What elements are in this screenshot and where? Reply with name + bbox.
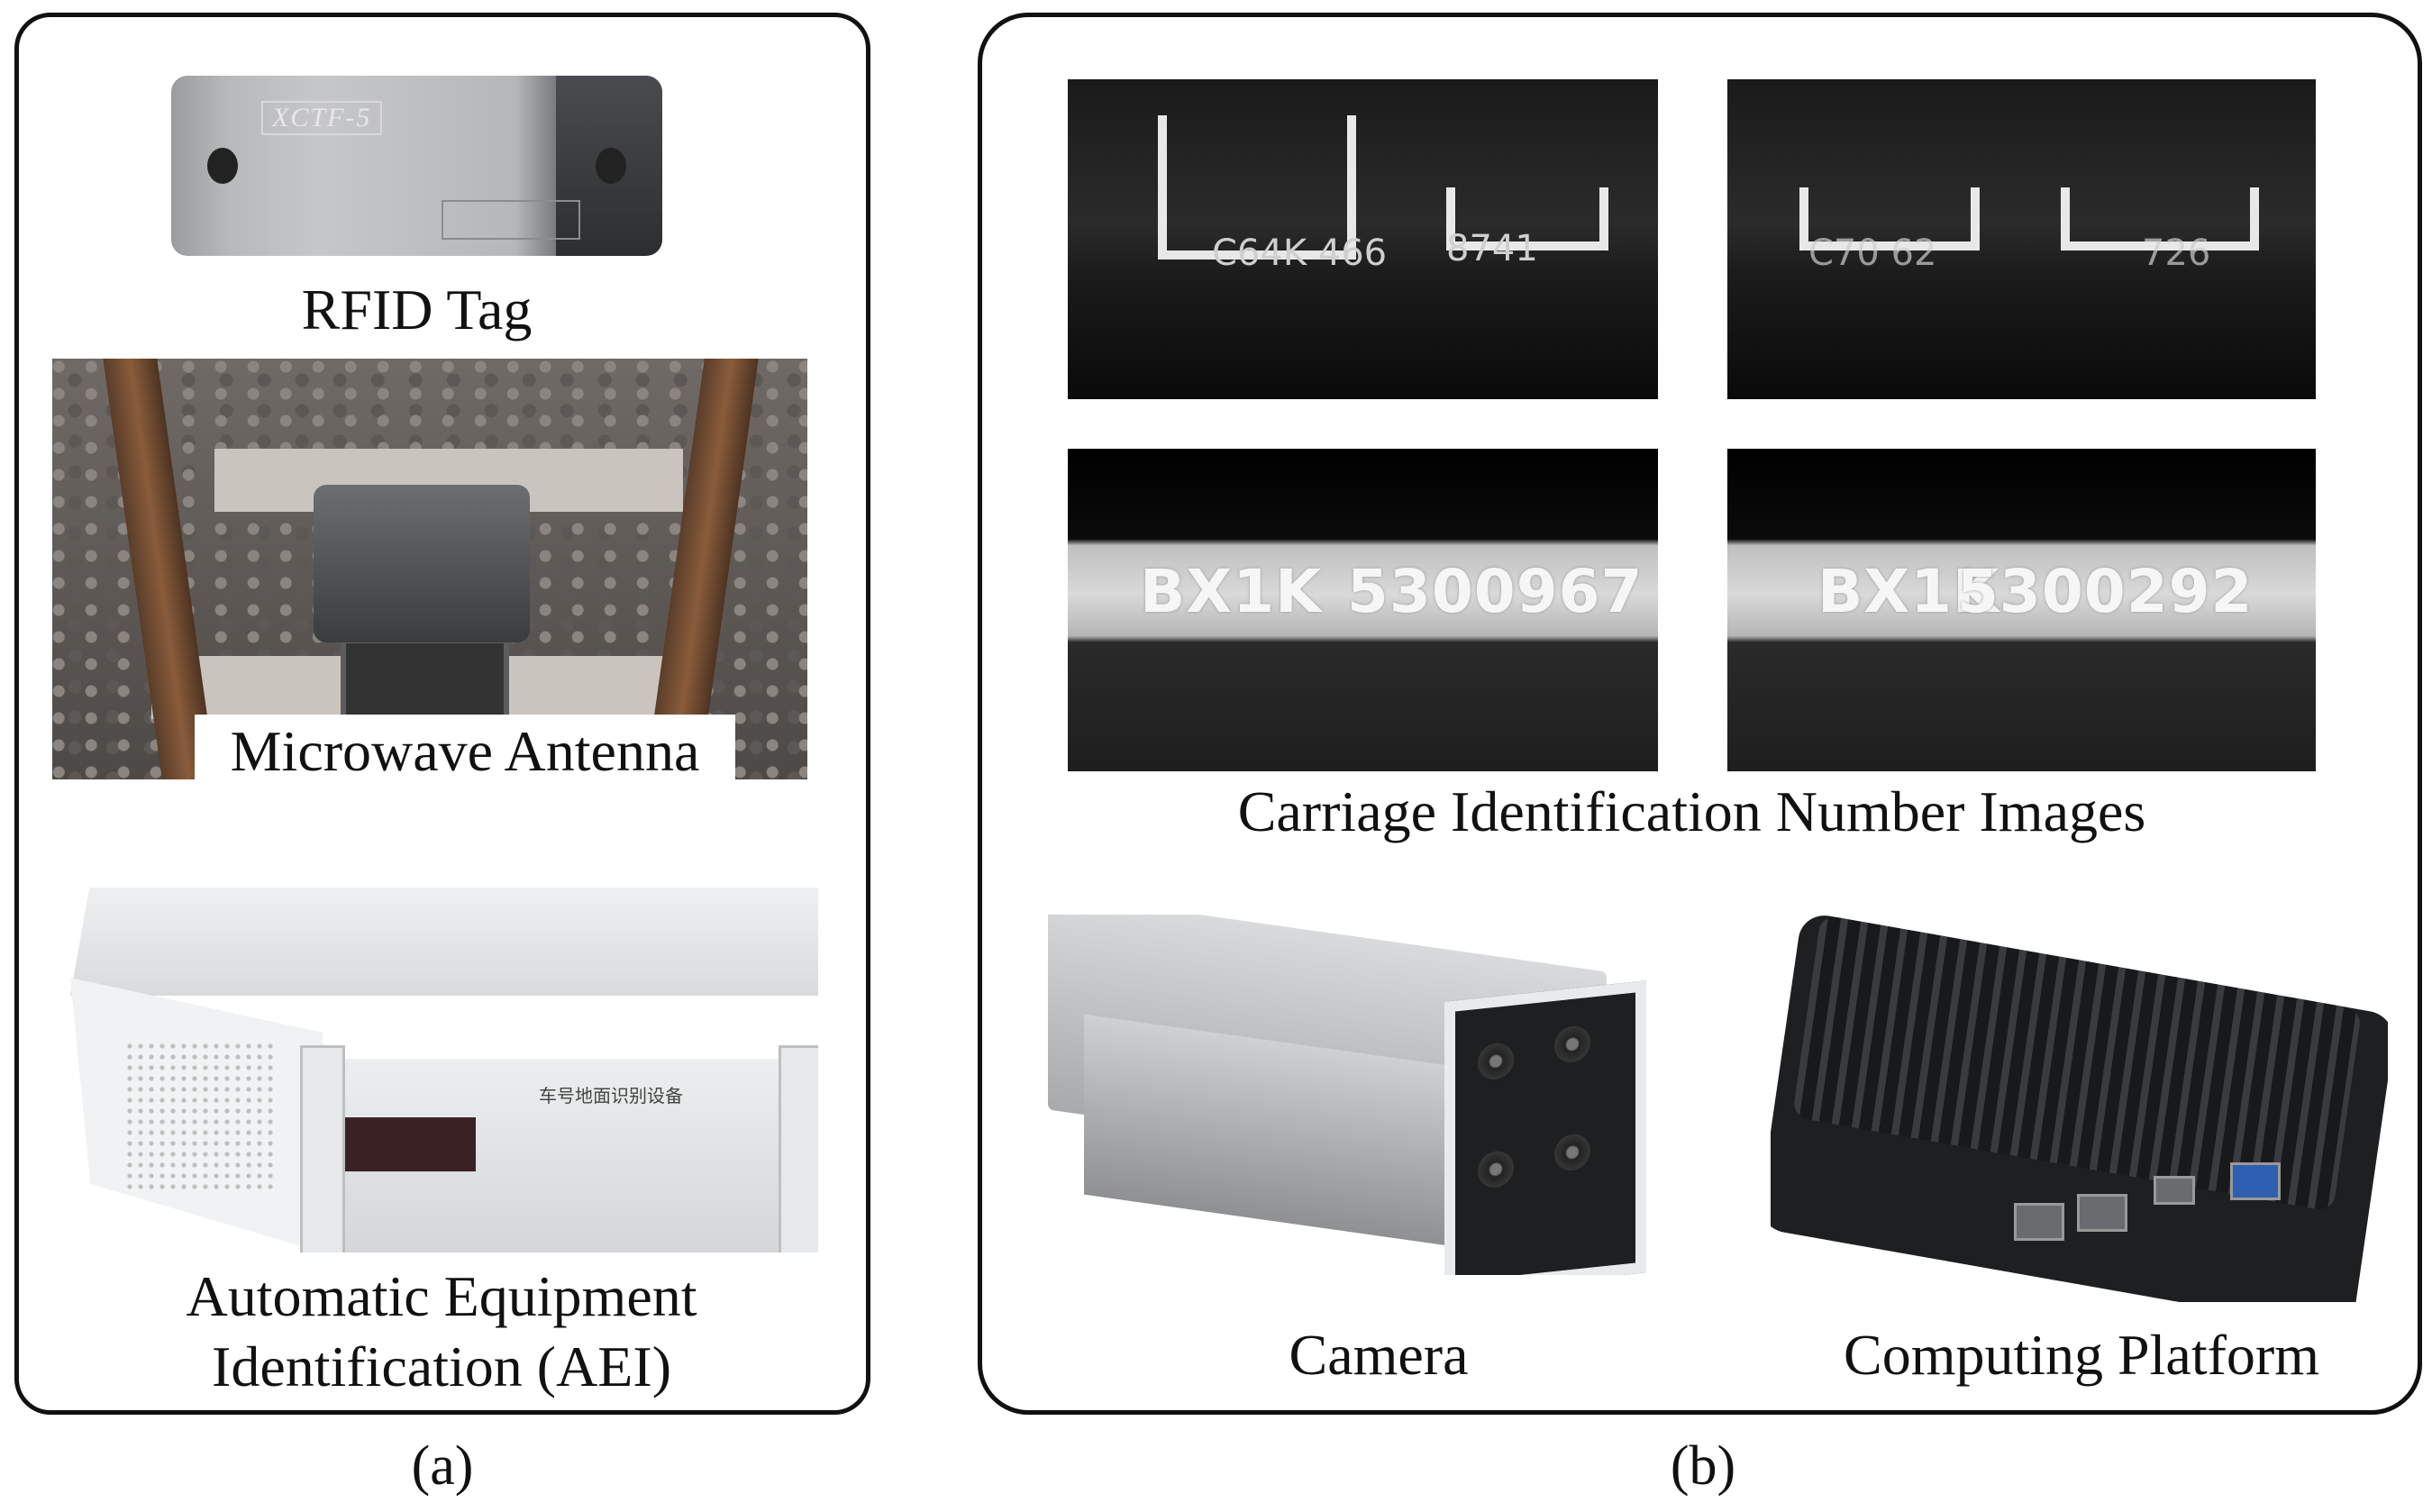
- carriage-code: C64K 466: [1212, 232, 1388, 274]
- camera-photo: [1048, 915, 1769, 1275]
- caption-carriage-images: Carriage Identification Number Images: [1237, 779, 2146, 843]
- carriage-number: 8741: [1446, 228, 1538, 269]
- carriage-image-bottom-right: BX1K 5300292: [1727, 449, 2316, 771]
- mounting-hole-right: [596, 148, 626, 184]
- hdmi-port-icon: [2154, 1176, 2195, 1205]
- aei-vent-grille: [124, 1041, 278, 1194]
- camera-led-icon: [1478, 1041, 1514, 1081]
- aei-equipment-photo: 车号地面识别设备: [70, 888, 818, 1252]
- carriage-code: BX1K: [1817, 557, 2000, 626]
- aei-display: [341, 1117, 476, 1171]
- rfid-brand-plate: [442, 200, 580, 240]
- caption-rfid-tag: RFID Tag: [301, 278, 533, 342]
- bracket-mark: [2061, 187, 2259, 250]
- carriage-number: 5300967: [1347, 557, 1644, 626]
- aei-top-cover: [70, 888, 818, 996]
- carriage-image-bottom-left: BX1K 5300967: [1068, 449, 1658, 771]
- rfid-tag-photo: XCTF-5: [171, 76, 662, 256]
- caption-aei-line1: Automatic Equipment: [186, 1264, 697, 1328]
- bracket-mark: [1158, 115, 1356, 260]
- computing-platform-photo: [1771, 906, 2388, 1302]
- carriage-code: C70 62: [1808, 232, 1937, 274]
- antenna-device: [314, 485, 530, 642]
- aei-panel-text: 车号地面识别设备: [539, 1085, 683, 1107]
- camera-led-icon: [1554, 1132, 1590, 1172]
- microwave-antenna-photo: [52, 359, 807, 779]
- caption-computing-platform: Computing Platform: [1844, 1323, 2319, 1387]
- vga-port-icon: [2230, 1162, 2281, 1200]
- ethernet-port-icon: [2014, 1203, 2064, 1241]
- ethernet-port-icon: [2077, 1194, 2127, 1232]
- caption-aei-line2: Identification (AEI): [212, 1334, 671, 1398]
- panel-b-label: (b): [1670, 1435, 1736, 1497]
- mounting-hole-left: [207, 148, 238, 184]
- carriage-image-top-right: C70 62 726: [1727, 79, 2316, 399]
- bracket-mark: [1446, 187, 1608, 250]
- antenna-caption-background: [195, 715, 735, 779]
- carriage-code: BX1K: [1140, 557, 1323, 626]
- aei-handle-right: [779, 1045, 818, 1252]
- carriage-image-top-left: C64K 466 8741: [1068, 79, 1658, 399]
- camera-lens-icon: [1478, 1149, 1514, 1189]
- carriage-number: 726: [2142, 232, 2211, 274]
- carriage-number: 5300292: [1957, 557, 2254, 626]
- camera-led-icon: [1554, 1024, 1590, 1064]
- camera-front-face: [1444, 980, 1646, 1275]
- panel-a-label: (a): [411, 1435, 474, 1497]
- caption-microwave-antenna: Microwave Antenna: [230, 719, 700, 783]
- bracket-mark: [1799, 187, 1980, 250]
- aei-handle-left: [300, 1045, 345, 1252]
- rfid-model-text: XCTF-5: [261, 101, 383, 135]
- caption-camera: Camera: [1289, 1323, 1469, 1387]
